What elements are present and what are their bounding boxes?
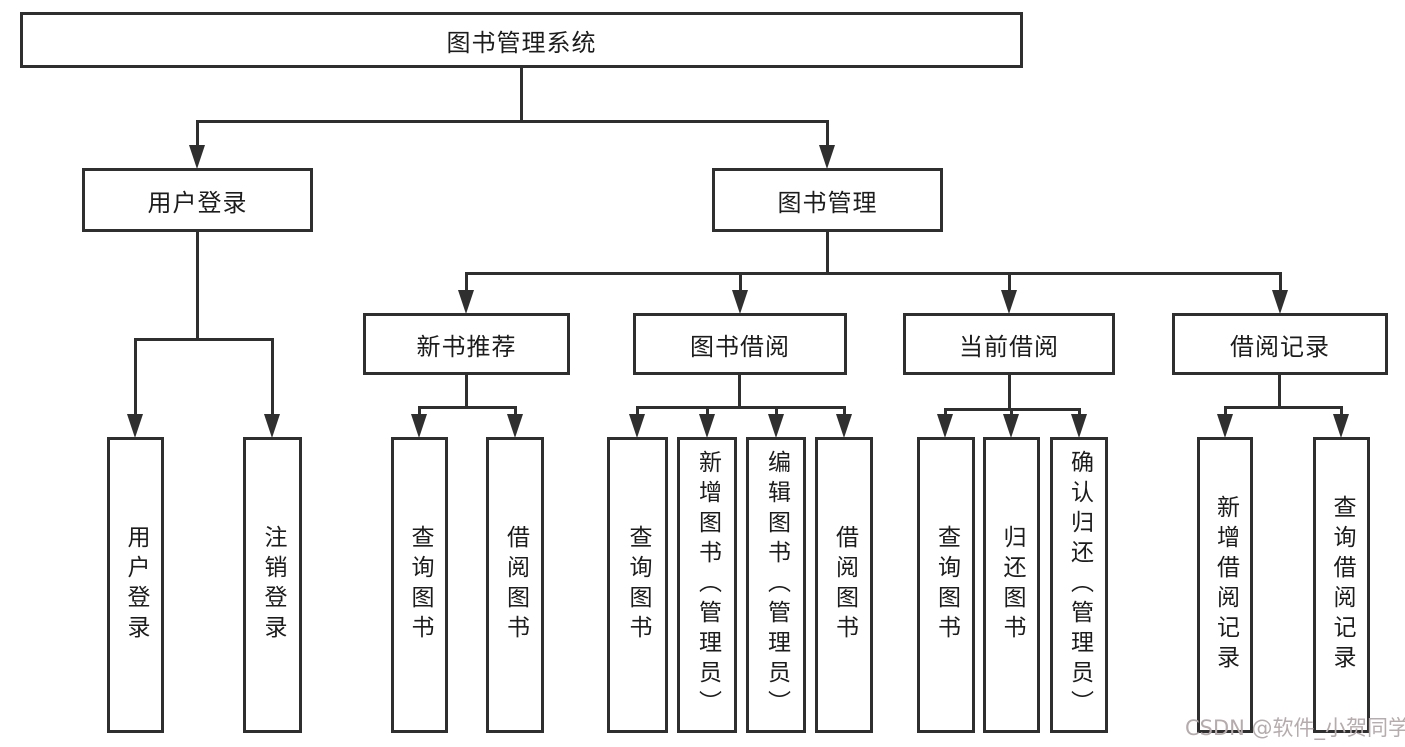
connector-line bbox=[738, 373, 741, 409]
arrow-down-icon bbox=[1071, 414, 1087, 438]
connector-line bbox=[465, 373, 468, 409]
connector-line bbox=[1008, 272, 1011, 294]
connector-line bbox=[944, 408, 947, 418]
node-book-management: 图书管理 bbox=[712, 168, 943, 232]
arrow-down-icon bbox=[699, 414, 715, 438]
arrow-down-icon bbox=[411, 414, 427, 438]
arrow-down-icon bbox=[264, 414, 280, 438]
arrow-down-icon bbox=[189, 145, 205, 169]
connector-line bbox=[1224, 406, 1227, 416]
arrow-down-icon bbox=[1272, 290, 1288, 314]
arrow-down-icon bbox=[937, 414, 953, 438]
arrow-down-icon bbox=[458, 290, 474, 314]
leaf-query-books-current: 查询图书 bbox=[917, 437, 975, 733]
leaf-borrow-books: 借阅图书 bbox=[815, 437, 873, 733]
arrow-down-icon bbox=[1217, 414, 1233, 438]
leaf-label: 归还图书 bbox=[999, 525, 1025, 645]
arrow-down-icon bbox=[629, 414, 645, 438]
arrow-down-icon bbox=[1001, 290, 1017, 314]
connector-line bbox=[1008, 373, 1011, 411]
leaf-logout: 注销登录 bbox=[243, 437, 302, 733]
connector-line bbox=[1224, 406, 1341, 409]
leaf-return-book: 归还图书 bbox=[983, 437, 1040, 733]
connector-line bbox=[826, 120, 829, 148]
connector-line bbox=[271, 338, 274, 417]
leaf-label: 新增图书（管理员） bbox=[694, 450, 721, 720]
node-borrow-records: 借阅记录 bbox=[1172, 313, 1388, 375]
leaf-label: 新增借阅记录 bbox=[1212, 495, 1239, 675]
arrow-down-icon bbox=[732, 290, 748, 314]
connector-line bbox=[1340, 406, 1343, 416]
connector-line bbox=[134, 338, 137, 417]
connector-line bbox=[465, 272, 468, 294]
csdn-watermark: CSDN @软件_小贺同学 bbox=[1185, 716, 1405, 740]
leaf-label: 借阅图书 bbox=[831, 525, 858, 645]
leaf-label: 借阅图书 bbox=[502, 525, 529, 645]
leaf-label: 查询图书 bbox=[933, 525, 960, 645]
connector-line bbox=[196, 230, 199, 340]
connector-line bbox=[465, 272, 1281, 275]
leaf-add-borrow-record: 新增借阅记录 bbox=[1197, 437, 1253, 733]
leaf-query-books-borrow: 查询图书 bbox=[607, 437, 668, 733]
arrow-down-icon bbox=[836, 414, 852, 438]
leaf-query-borrow-record: 查询借阅记录 bbox=[1313, 437, 1370, 733]
leaf-label: 用户登录 bbox=[123, 525, 149, 645]
node-new-book-recommend: 新书推荐 bbox=[363, 313, 570, 375]
leaf-add-book-admin: 新增图书（管理员） bbox=[677, 437, 737, 733]
connector-line bbox=[826, 230, 829, 275]
arrow-down-icon bbox=[819, 145, 835, 169]
connector-line bbox=[636, 406, 846, 409]
connector-line bbox=[1278, 373, 1281, 409]
leaf-label: 查询图书 bbox=[625, 525, 651, 645]
node-book-borrow: 图书借阅 bbox=[633, 313, 847, 375]
leaf-label: 编辑图书（管理员） bbox=[763, 450, 790, 720]
connector-line bbox=[514, 406, 517, 416]
leaf-user-login: 用户登录 bbox=[107, 437, 164, 733]
connector-line bbox=[520, 66, 523, 123]
connector-line bbox=[1010, 408, 1013, 418]
arrow-down-icon bbox=[768, 414, 784, 438]
connector-line bbox=[418, 406, 517, 409]
leaf-query-books-recommend: 查询图书 bbox=[391, 437, 448, 733]
connector-line bbox=[196, 120, 199, 148]
node-current-borrow: 当前借阅 bbox=[903, 313, 1115, 375]
connector-line bbox=[1078, 408, 1081, 418]
connector-line bbox=[706, 406, 709, 416]
leaf-borrow-books-recommend: 借阅图书 bbox=[486, 437, 544, 733]
connector-line bbox=[739, 272, 742, 294]
arrow-down-icon bbox=[1333, 414, 1349, 438]
connector-line bbox=[775, 406, 778, 416]
connector-line bbox=[636, 406, 639, 416]
arrow-down-icon bbox=[127, 414, 143, 438]
node-user-login: 用户登录 bbox=[82, 168, 313, 232]
leaf-label: 查询图书 bbox=[407, 525, 433, 645]
leaf-label: 查询借阅记录 bbox=[1329, 495, 1355, 675]
node-root: 图书管理系统 bbox=[20, 12, 1023, 68]
connector-line bbox=[1279, 272, 1282, 294]
arrow-down-icon bbox=[1003, 414, 1019, 438]
leaf-confirm-return-admin: 确认归还（管理员） bbox=[1050, 437, 1108, 733]
leaf-label: 确认归还（管理员） bbox=[1066, 450, 1093, 720]
connector-line bbox=[843, 406, 846, 416]
leaf-edit-book-admin: 编辑图书（管理员） bbox=[746, 437, 806, 733]
leaf-label: 注销登录 bbox=[260, 525, 286, 645]
connector-line bbox=[196, 120, 829, 123]
connector-line bbox=[134, 338, 274, 341]
arrow-down-icon bbox=[507, 414, 523, 438]
connector-line bbox=[418, 406, 421, 416]
